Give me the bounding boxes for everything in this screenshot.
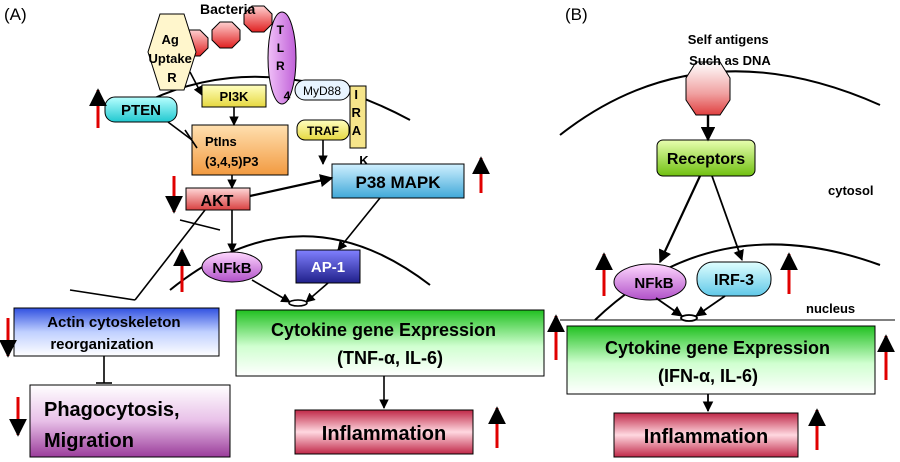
actin-line1: Actin cytoskeleton	[47, 314, 180, 331]
pten-label: PTEN	[121, 102, 161, 119]
cytokine-b-line1: Cytokine gene Expression	[605, 338, 830, 358]
cytokine-a-box	[235, 309, 545, 377]
cytokine-a-line2: (TNF-α, IL-6)	[337, 348, 443, 368]
p38-mapk-label: P38 MAPK	[355, 173, 441, 192]
svg-text:Cytokine gene Expression: Cytokine gene Expression (TNF-α, IL-6)	[271, 320, 501, 368]
irak-letter-2: R	[351, 105, 361, 120]
regulation-arrows-a	[0, 88, 565, 448]
ag-uptake-line3: R	[167, 70, 177, 85]
cytosol-label: cytosol	[828, 183, 874, 198]
self-antigens-line2: Such as DNA	[689, 53, 771, 68]
cytokine-a-line1: Cytokine gene Expression	[271, 320, 496, 340]
regulation-arrows-b	[595, 252, 895, 450]
ap1-box	[295, 249, 361, 284]
traf-label: TRAF	[307, 124, 339, 138]
nfkb-b-label: NFkB	[634, 275, 673, 292]
akt-box	[185, 187, 251, 211]
myd88-label: MyD88	[303, 84, 341, 98]
ag-uptake-line1: Ag	[162, 32, 179, 47]
inflammation-b-label: Inflammation	[644, 426, 768, 448]
ag-uptake-receptor	[147, 13, 197, 91]
svg-text:Phagocytosis, Migration: Phagocytosis, Migration	[44, 399, 185, 452]
svg-text:T L R 4: T L R 4	[276, 23, 291, 103]
svg-text:Self antigens Such as DN: Self antigens Such as DNA	[688, 32, 773, 68]
panel-a: (A) Bacteria Ag Uptake R T L R 4 MyD88	[0, 1, 565, 458]
nucleus-label: nucleus	[806, 301, 855, 316]
nfkb-a-label: NFkB	[212, 260, 251, 277]
receptors-label: Receptors	[667, 151, 745, 168]
inflammation-b-box	[613, 412, 799, 458]
irak-box	[349, 85, 367, 149]
ptins-box	[191, 124, 289, 176]
ag-uptake-line2: Uptake	[149, 51, 192, 66]
phagocytosis-box	[29, 384, 231, 458]
nfkb-b-shape	[613, 263, 687, 301]
phago-line1: Phagocytosis,	[44, 399, 180, 421]
tlr4-letter-1: T	[277, 23, 285, 37]
self-antigen-shape	[685, 61, 731, 116]
panel-a-label: (A)	[4, 5, 27, 24]
ptins-line2: (3,4,5)P3	[205, 154, 258, 169]
irak-letter-1: I	[354, 87, 358, 102]
panel-a-connectors	[69, 71, 389, 409]
ptins-line1: PtIns	[205, 134, 237, 149]
cytokine-b-line2: (IFN-α, IL-6)	[658, 366, 758, 386]
pi3k-label: PI3K	[220, 89, 250, 104]
panel-b-label: (B)	[565, 5, 588, 24]
pten-box	[104, 96, 178, 123]
tlr4-letter-2: L	[277, 41, 284, 55]
akt-label: AKT	[201, 193, 234, 210]
panel-b: (B) Self antigens Such as DNA Receptors …	[559, 5, 895, 458]
actin-line2: reorganization	[50, 336, 153, 353]
actin-box	[13, 307, 220, 357]
tlr4-letter-3: R	[276, 59, 285, 73]
tlr4-receptor	[267, 11, 297, 105]
panel-b-connectors	[655, 115, 744, 413]
svg-text:PtIns (3,4,5)P3: PtIns (3,4,5)P3	[205, 134, 258, 169]
irak-letter-3: A	[352, 123, 362, 138]
irf3-box	[696, 261, 772, 297]
svg-text:Ag Uptake R: Ag Uptake R	[149, 32, 196, 85]
self-antigens-line1: Self antigens	[688, 32, 769, 47]
irf3-label: IRF-3	[714, 272, 754, 289]
phago-line2: Migration	[44, 430, 134, 452]
inflammation-a-box	[294, 409, 474, 455]
cytokine-b-box	[566, 325, 876, 395]
irak-letter-4: K	[359, 153, 369, 168]
svg-text:I R A K: I R A K	[351, 87, 369, 168]
svg-text:Cytokine gene Expression: Cytokine gene Expression (IFN-α, IL-6)	[605, 338, 835, 386]
inflammation-a-label: Inflammation	[322, 423, 446, 445]
ap1-label: AP-1	[311, 259, 345, 276]
svg-text:Actin cytoskeleton reorg: Actin cytoskeleton reorganization	[47, 314, 185, 353]
bacteria-label: Bacteria	[200, 1, 255, 17]
p38-mapk-box	[331, 163, 465, 199]
tlr4-letter-4: 4	[284, 89, 291, 103]
